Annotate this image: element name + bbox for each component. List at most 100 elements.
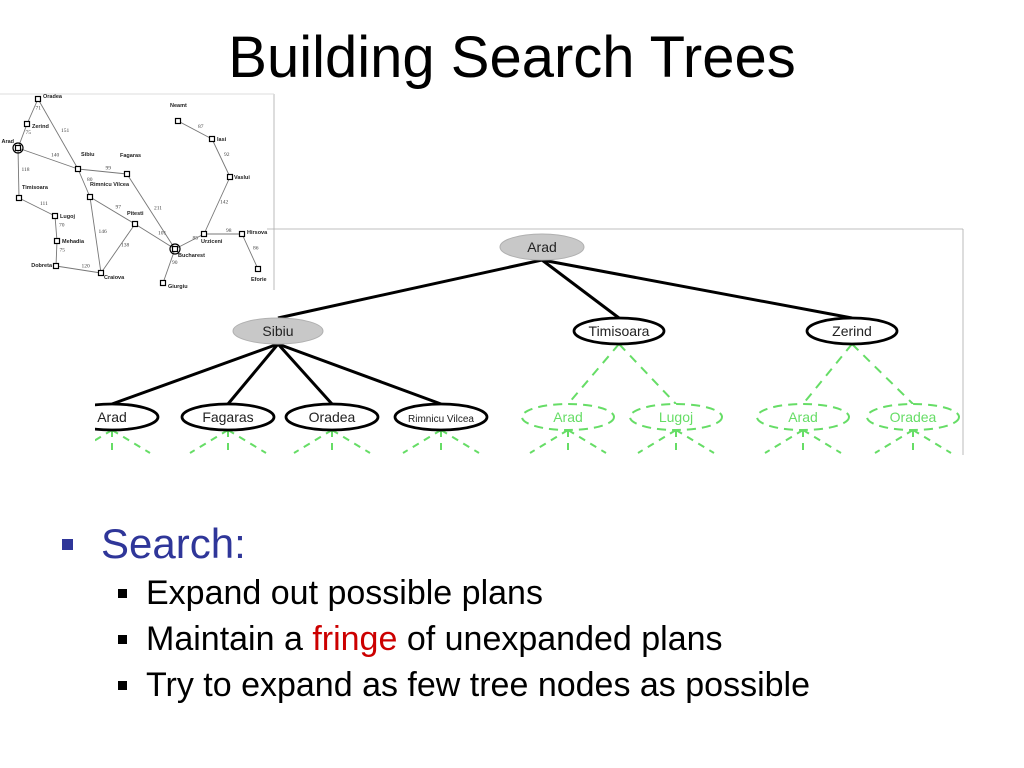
map-road xyxy=(55,265,102,274)
city-label: Bucharest xyxy=(178,253,205,259)
potential-child-edge xyxy=(331,429,371,454)
tree-edge xyxy=(802,343,853,405)
tree-node-label: Sibiu xyxy=(262,323,293,339)
road-cost-label: 120 xyxy=(82,264,91,270)
road-cost-label: 97 xyxy=(116,205,122,211)
city-marker xyxy=(131,220,139,228)
city-marker xyxy=(226,173,234,181)
city-label: Giurgiu xyxy=(168,284,188,290)
road-cost-label: 118 xyxy=(22,167,30,173)
potential-child-edge xyxy=(529,429,569,454)
city-label: Neamt xyxy=(170,103,187,109)
city-label: Dobreta xyxy=(31,263,53,269)
tree-edge xyxy=(226,343,280,405)
sub-bullet: Maintain a fringe of unexpanded plans xyxy=(118,616,810,662)
tree-node-fringe xyxy=(805,316,899,346)
road-cost-label: 151 xyxy=(61,128,70,134)
city-marker xyxy=(53,237,61,245)
city-highlight-ring xyxy=(12,142,24,154)
city-marker xyxy=(123,170,131,178)
tree-node-label: Arad xyxy=(553,409,583,425)
slide-title: Building Search Trees xyxy=(228,25,796,90)
city-label: Lugoj xyxy=(60,214,75,220)
road-cost-label: 211 xyxy=(154,206,162,212)
city-marker xyxy=(159,279,167,287)
city-marker xyxy=(74,165,82,173)
potential-child-edge xyxy=(764,429,804,454)
sub-bullet-text-end: of unexpanded plans xyxy=(397,619,723,658)
tree-node-expanded xyxy=(499,233,585,261)
road-cost-label: 85 xyxy=(193,236,199,242)
road-cost-label: 87 xyxy=(198,124,204,130)
city-label: Fagaras xyxy=(120,153,141,159)
potential-child-edge xyxy=(912,429,952,454)
city-marker xyxy=(238,230,246,238)
potential-child-edge xyxy=(567,429,607,454)
map-road xyxy=(26,98,39,125)
city-label: Zerind xyxy=(32,124,49,130)
tree-edge xyxy=(567,343,620,405)
sub-bullet-list: Expand out possible plans Maintain a fri… xyxy=(118,570,810,708)
tree-node-unexplored xyxy=(629,403,723,431)
map-road xyxy=(89,196,102,274)
city-marker xyxy=(52,262,60,270)
potential-child-edge xyxy=(675,429,715,454)
city-label: Eforie xyxy=(251,277,267,283)
road-cost-label: 111 xyxy=(40,201,48,207)
tree-edge xyxy=(111,342,279,406)
tree-node-fringe xyxy=(95,402,160,432)
road-cost-label: 70 xyxy=(59,223,65,229)
tree-node-fringe xyxy=(180,402,276,432)
road-cost-label: 101 xyxy=(158,231,167,237)
map-road xyxy=(37,98,79,170)
map-road xyxy=(55,240,58,267)
tree-edge xyxy=(276,342,334,406)
city-label: Oradea xyxy=(43,94,63,100)
map-road xyxy=(134,223,176,250)
sub-bullet-text: Maintain a fringe of unexpanded plans xyxy=(146,620,723,659)
potential-child-edge xyxy=(227,429,267,454)
city-marker xyxy=(23,120,31,128)
city-marker xyxy=(51,212,59,220)
city-label: Arad xyxy=(1,139,14,145)
map-road xyxy=(100,223,136,274)
city-marker xyxy=(200,230,208,238)
bullet-list: Search: Expand out possible plans Mainta… xyxy=(62,518,810,708)
tree-node-label: Arad xyxy=(788,409,818,425)
road-cost-label: 142 xyxy=(220,200,229,206)
tree-node-label: Oradea xyxy=(890,409,937,425)
potential-child-edge xyxy=(874,429,914,454)
city-marker xyxy=(15,194,23,202)
tree-node-unexplored xyxy=(866,403,960,431)
potential-child-edge xyxy=(440,429,480,454)
map-road xyxy=(126,173,176,250)
map-road xyxy=(211,138,231,178)
tree-node-unexplored xyxy=(756,403,850,431)
potential-child-edge xyxy=(637,429,677,454)
city-marker xyxy=(174,117,182,125)
tree-node-label: Oradea xyxy=(309,409,356,425)
city-marker xyxy=(86,193,94,201)
potential-child-edge xyxy=(111,429,151,454)
tree-node-label: Lugoj xyxy=(659,409,693,425)
potential-child-edge xyxy=(293,429,333,454)
potential-child-edge xyxy=(402,429,442,454)
potential-child-edge xyxy=(802,429,842,454)
sub-bullet-text-start: Maintain a xyxy=(146,619,313,658)
tree-node-unexplored xyxy=(521,403,615,431)
map-road xyxy=(162,248,176,284)
square-bullet-icon xyxy=(118,634,127,644)
tree-edge xyxy=(277,258,543,320)
tree-edge xyxy=(541,258,620,320)
city-marker xyxy=(97,269,105,277)
map-road xyxy=(77,168,91,198)
tree-edge xyxy=(541,258,853,320)
city-label: Pitesti xyxy=(127,211,144,217)
tree-node-label: Arad xyxy=(527,239,557,255)
map-road xyxy=(89,196,136,225)
highlighted-term: fringe xyxy=(312,619,398,658)
map-road xyxy=(77,168,128,175)
bullet-search: Search: xyxy=(62,518,810,570)
square-bullet-icon xyxy=(118,588,127,598)
tree-node-fringe xyxy=(572,316,666,346)
